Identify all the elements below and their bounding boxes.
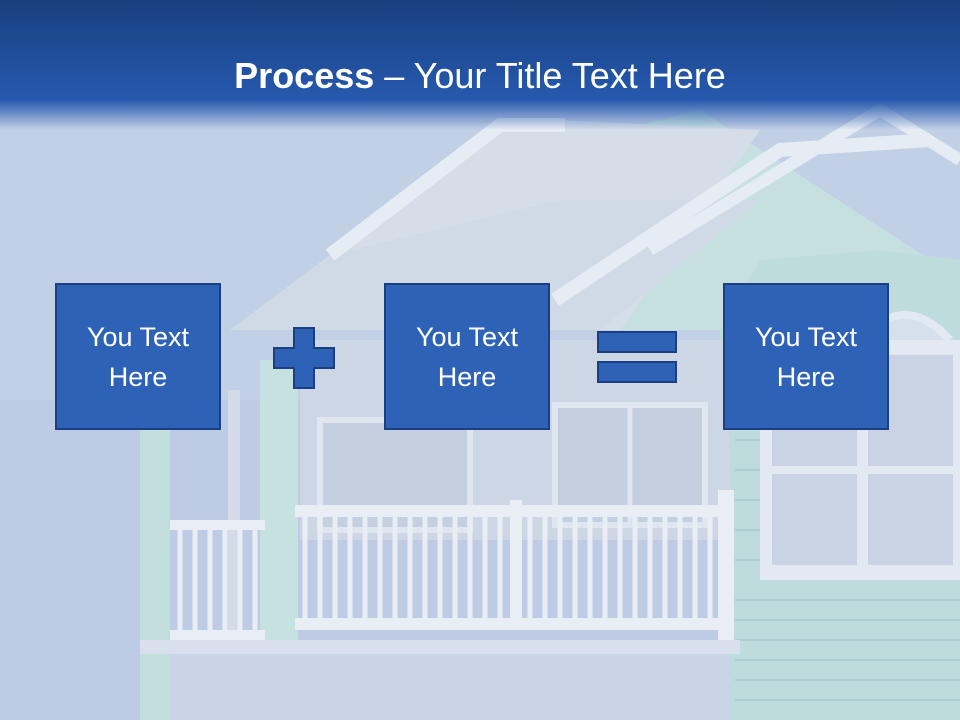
equals-icon	[597, 331, 677, 383]
slide-title[interactable]: Process – Your Title Text Here	[0, 54, 960, 98]
plus-icon	[273, 327, 335, 389]
process-box-3[interactable]: You Text Here	[723, 283, 889, 430]
process-box-2-text: You Text Here	[415, 321, 519, 392]
title-rest-text: – Your Title Text Here	[374, 55, 726, 96]
process-box-1[interactable]: You Text Here	[55, 283, 221, 430]
title-bold-text: Process	[234, 55, 375, 96]
process-box-2[interactable]: You Text Here	[384, 283, 550, 430]
title-bar	[0, 0, 960, 150]
process-box-1-text: You Text Here	[86, 321, 190, 392]
process-box-3-text: You Text Here	[754, 321, 858, 392]
